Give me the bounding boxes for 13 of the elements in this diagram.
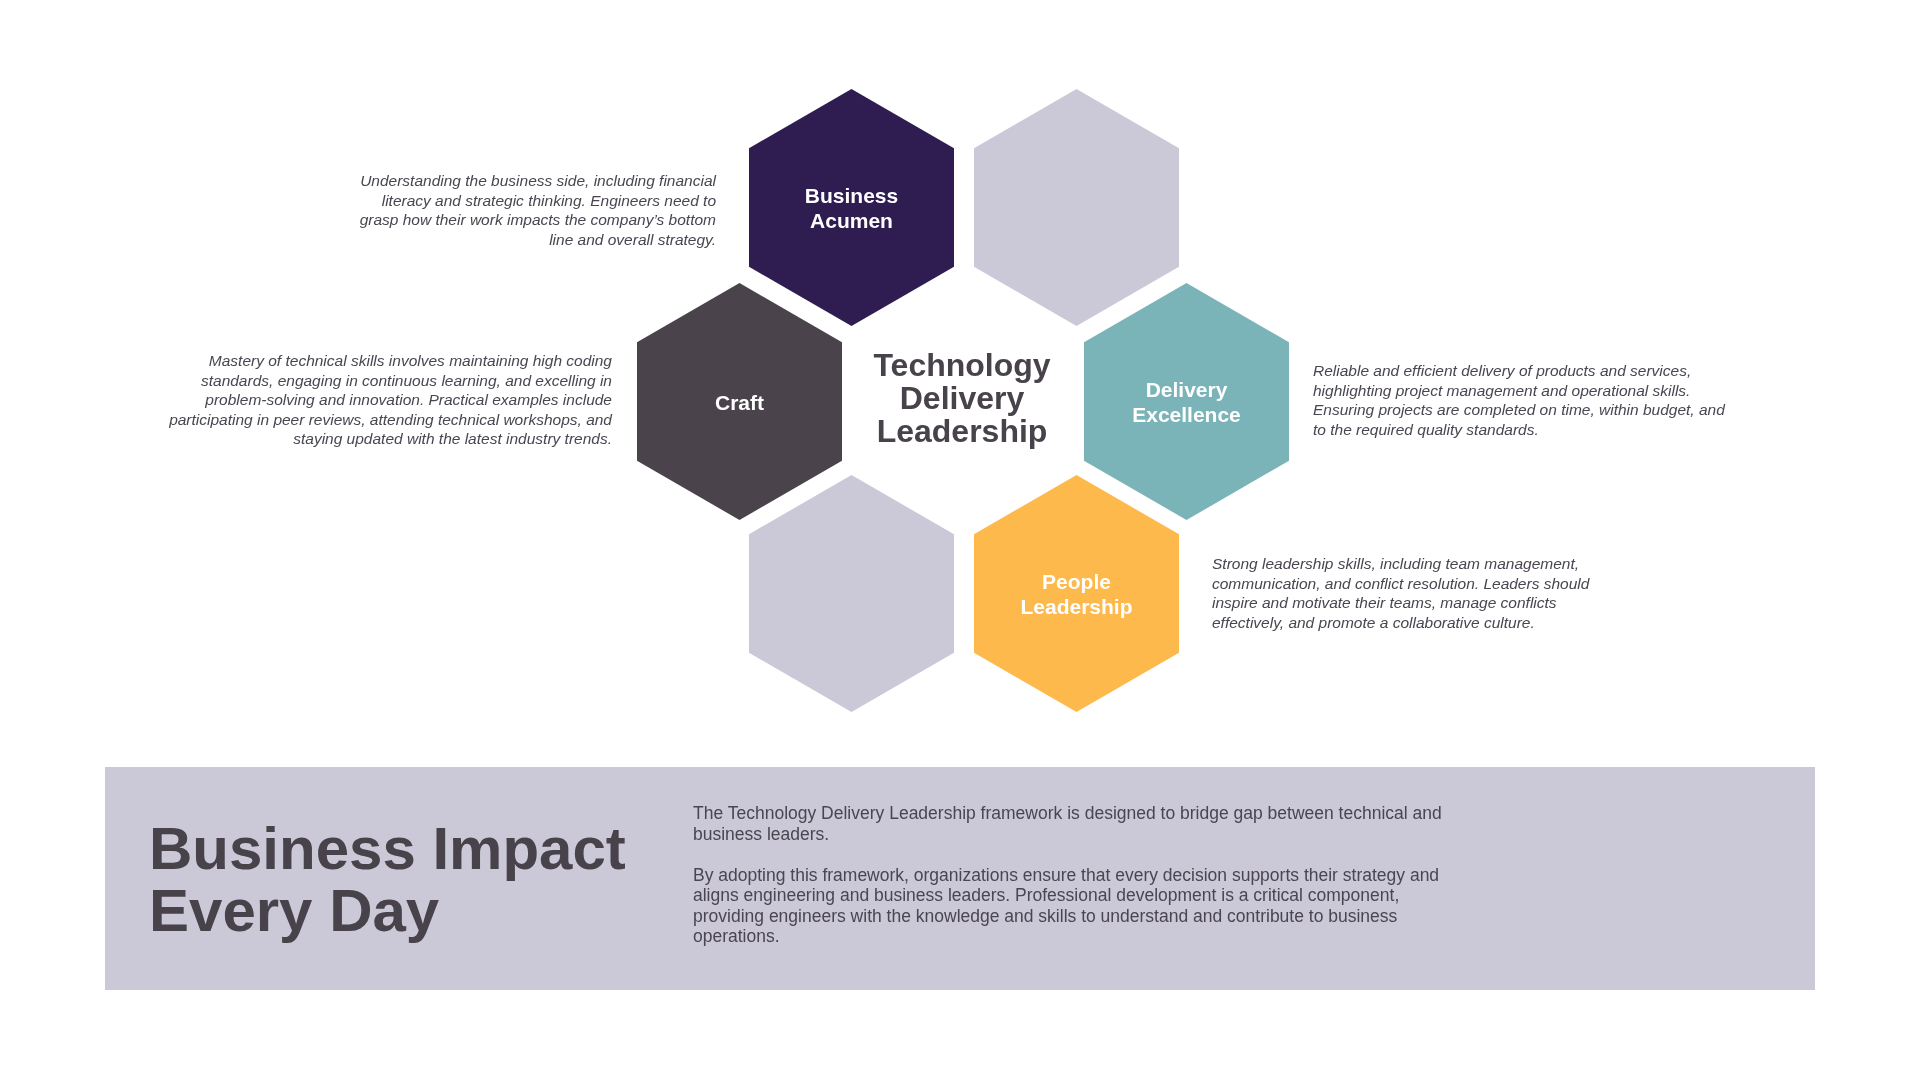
pillar-title: Business Acumen	[804, 182, 899, 233]
pillar-description: Reliable and efficient delivery of products and services, highlighting project management and operational skills. Ensuring projects are completed on time, within budget, and to the required quality standards.	[1313, 361, 1727, 440]
banner-heading: Business Impact Every Day	[149, 818, 627, 942]
body-paragraph: The Technology Delivery Leadership framework is designed to bridge gap between technical and business leaders.	[693, 803, 1443, 844]
body-paragraph: By adopting this framework, organizations ensure that every decision supports their strategy and aligns engineering and business leaders. Professional development is a critical component, providing engineers with the knowledge and skills to understand and contribute to business operations.	[693, 864, 1441, 947]
pillar-description: Understanding the business side, including financial literacy and strategic thinking. Engineers need to grasp how their work impacts the company’s bottom line and overall strategy.	[358, 171, 716, 250]
pillar-title: People Leadership	[1020, 568, 1133, 619]
pillar-title: Delivery Excellence	[1132, 376, 1241, 427]
center-title: Technology Delivery Leadership	[873, 348, 1051, 448]
pillar-description: Strong leadership skills, including team management, communication, and conflict resolution. Leaders should inspire and motivate their teams, manage conflicts effectively, and promote a collaborative culture.	[1212, 554, 1591, 633]
pillar-description: Mastery of technical skills involves maintaining high coding standards, engaging in continuous learning, and excelling in problem-solving and innovation. Practical examples include participating in peer reviews, attending technical workshops, and staying updated with the latest industry trends.	[168, 351, 612, 449]
banner-panel	[105, 767, 1815, 990]
pillar-title: Craft	[715, 389, 764, 414]
